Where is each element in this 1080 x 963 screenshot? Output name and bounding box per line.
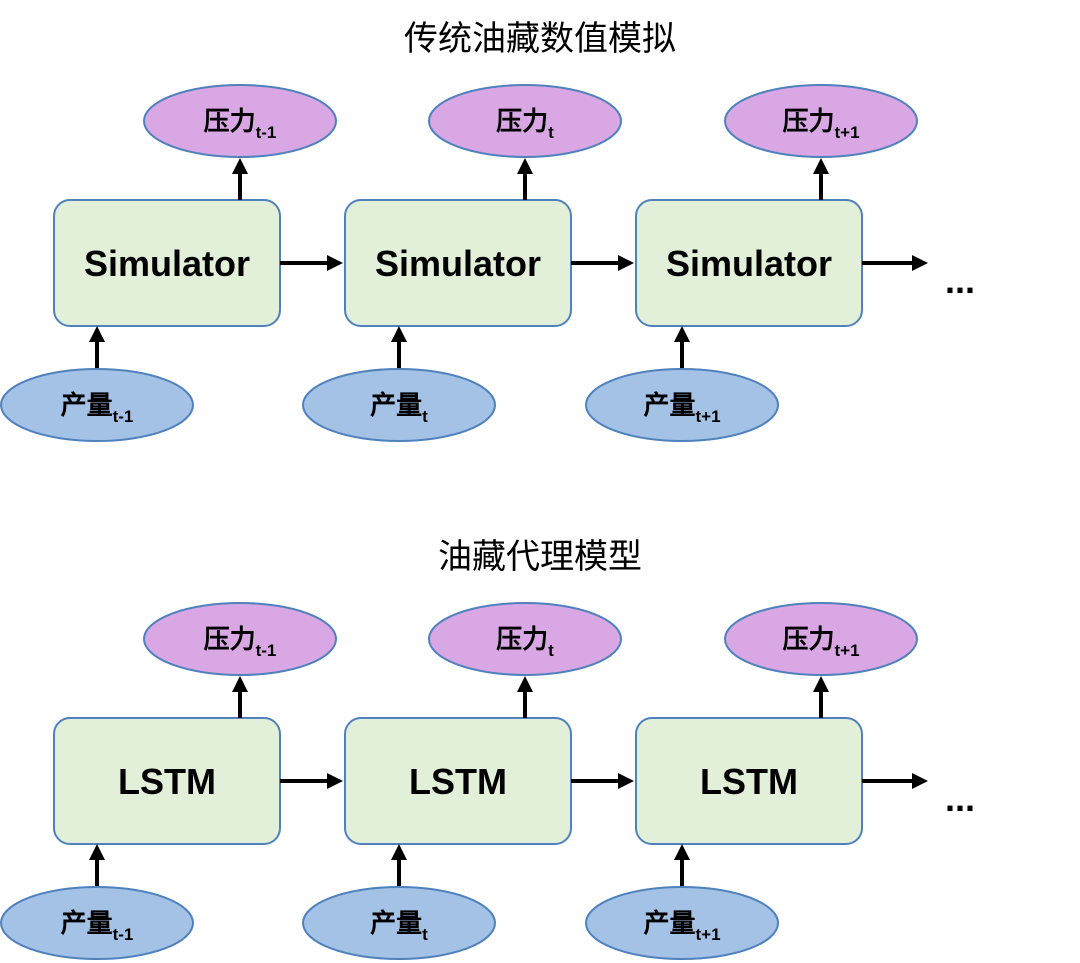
- section-1: 传统油藏数值模拟Simulator压力t-1产量t-1Simulator压力t产…: [0, 19, 975, 442]
- production-input-node: [302, 886, 496, 960]
- pressure-output-node: [724, 602, 918, 676]
- production-input-label-base: 产量: [643, 391, 695, 421]
- pressure-output-label-subscript: t: [548, 641, 554, 660]
- pressure-output-label: 压力t: [496, 107, 554, 142]
- input-arrow-head: [391, 844, 407, 860]
- pressure-output-label: 压力t: [496, 625, 554, 660]
- production-input-label: 产量t-1: [61, 391, 134, 426]
- production-input-node: [0, 886, 194, 960]
- model-box-label: LSTM: [409, 761, 507, 802]
- pressure-output-node: [143, 84, 337, 158]
- pressure-output-label-base: 压力: [204, 107, 256, 137]
- model-box-label: LSTM: [700, 761, 798, 802]
- output-arrow-head: [517, 158, 533, 174]
- input-arrow-head: [89, 844, 105, 860]
- output-arrow-head: [813, 158, 829, 174]
- production-input-label: 产量t-1: [61, 909, 134, 944]
- model-box-label: Simulator: [375, 243, 541, 284]
- production-input-label-subscript: t-1: [113, 925, 134, 944]
- production-input-label-base: 产量: [61, 391, 113, 421]
- continuation-ellipsis: ...: [945, 260, 975, 301]
- production-input-label-subscript: t+1: [695, 925, 720, 944]
- production-input-label: 产量t+1: [643, 391, 720, 426]
- production-input-label-base: 产量: [370, 391, 422, 421]
- state-arrow-head: [618, 773, 634, 789]
- pressure-output-label: 压力t-1: [204, 625, 277, 660]
- production-input-node: [585, 886, 779, 960]
- model-box-label: LSTM: [118, 761, 216, 802]
- production-input-label-base: 产量: [61, 909, 113, 939]
- pressure-output-node: [428, 602, 622, 676]
- section-title: 油藏代理模型: [438, 537, 642, 577]
- pressure-output-label-base: 压力: [496, 107, 548, 137]
- input-arrow-head: [674, 326, 690, 342]
- production-input-node: [585, 368, 779, 442]
- production-input-label-base: 产量: [370, 909, 422, 939]
- production-input-label-subscript: t: [422, 407, 428, 426]
- pressure-output-label-base: 压力: [782, 107, 834, 137]
- pressure-output-label-subscript: t+1: [834, 123, 859, 142]
- production-input-label: 产量t+1: [643, 909, 720, 944]
- section-2: 油藏代理模型LSTM压力t-1产量t-1LSTM压力t产量tLSTM压力t+1产…: [0, 537, 975, 960]
- section-title: 传统油藏数值模拟: [404, 19, 676, 59]
- model-box-label: Simulator: [84, 243, 250, 284]
- pressure-output-node: [724, 84, 918, 158]
- input-arrow-head: [391, 326, 407, 342]
- pressure-output-label-subscript: t: [548, 123, 554, 142]
- state-arrow-head: [912, 773, 928, 789]
- output-arrow-head: [232, 676, 248, 692]
- state-arrow-head: [618, 255, 634, 271]
- pressure-output-label-subscript: t+1: [834, 641, 859, 660]
- input-arrow-head: [674, 844, 690, 860]
- continuation-ellipsis: ...: [945, 778, 975, 819]
- production-input-label-base: 产量: [643, 909, 695, 939]
- pressure-output-label-subscript: t-1: [256, 123, 277, 142]
- production-input-label-subscript: t: [422, 925, 428, 944]
- model-box-label: Simulator: [666, 243, 832, 284]
- pressure-output-label-base: 压力: [204, 625, 256, 655]
- output-arrow-head: [232, 158, 248, 174]
- production-input-label-subscript: t+1: [695, 407, 720, 426]
- production-input-label-subscript: t-1: [113, 407, 134, 426]
- pressure-output-node: [143, 602, 337, 676]
- pressure-output-label-base: 压力: [496, 625, 548, 655]
- production-input-label: 产量t: [370, 391, 428, 426]
- state-arrow-head: [327, 255, 343, 271]
- output-arrow-head: [813, 676, 829, 692]
- pressure-output-label-subscript: t-1: [256, 641, 277, 660]
- state-arrow-head: [912, 255, 928, 271]
- production-input-node: [0, 368, 194, 442]
- input-arrow-head: [89, 326, 105, 342]
- pressure-output-node: [428, 84, 622, 158]
- state-arrow-head: [327, 773, 343, 789]
- output-arrow-head: [517, 676, 533, 692]
- pressure-output-label: 压力t-1: [204, 107, 277, 142]
- pressure-output-label: 压力t+1: [782, 107, 859, 142]
- production-input-node: [302, 368, 496, 442]
- pressure-output-label-base: 压力: [782, 625, 834, 655]
- pressure-output-label: 压力t+1: [782, 625, 859, 660]
- production-input-label: 产量t: [370, 909, 428, 944]
